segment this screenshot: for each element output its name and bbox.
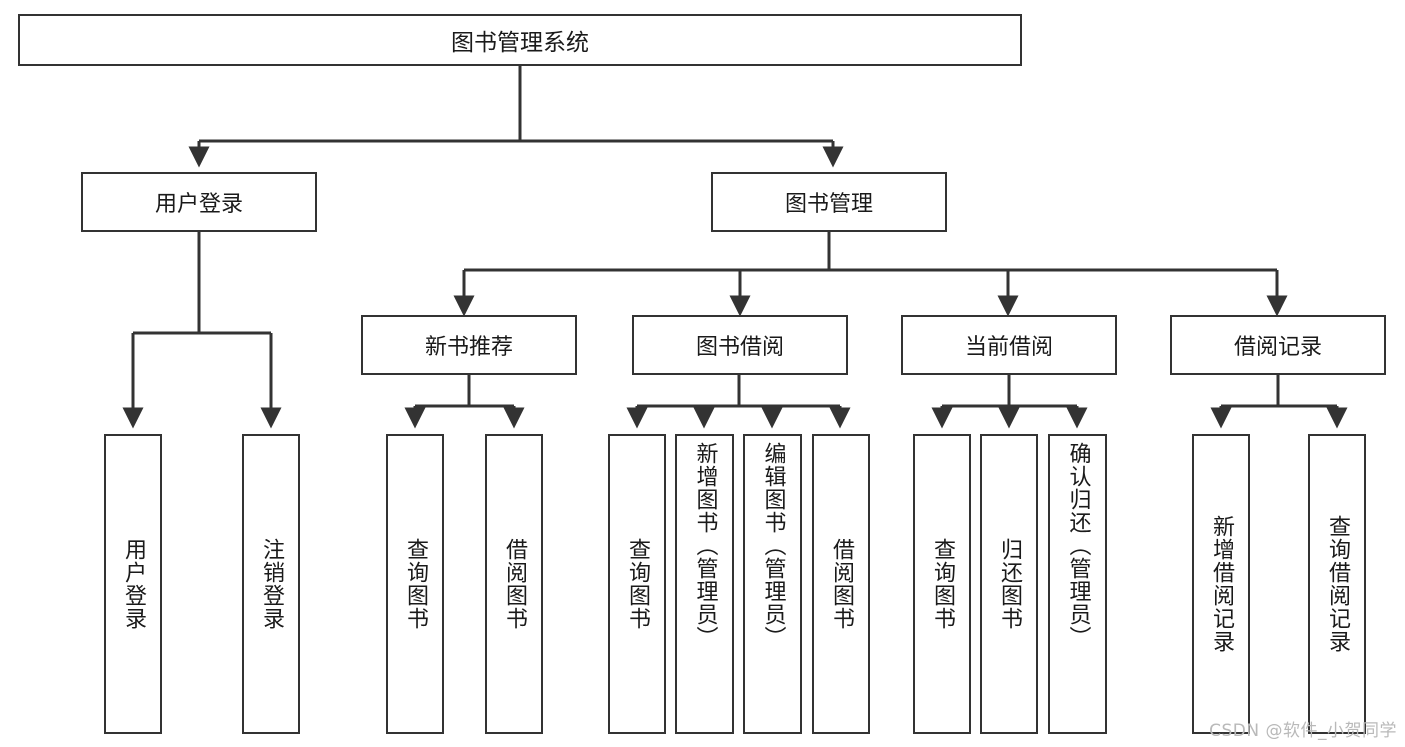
node-root[interactable]: 图书管理系统: [18, 14, 1022, 66]
leaf-label: 用户登录: [120, 538, 146, 630]
leaf-borrow-record-add[interactable]: 新增借阅记录: [1192, 434, 1250, 734]
leaf-label: 编辑图书（管理员）: [760, 442, 786, 649]
leaf-label: 借阅图书: [828, 538, 854, 630]
node-user-login-label: 用户登录: [154, 192, 243, 217]
leaf-book-borrow-add[interactable]: 新增图书（管理员）: [675, 434, 734, 734]
leaf-current-borrow-confirm-return[interactable]: 确认归还（管理员）: [1048, 434, 1107, 734]
leaf-book-borrow-borrow[interactable]: 借阅图书: [812, 434, 870, 734]
leaf-label: 查询借阅记录: [1324, 515, 1350, 653]
leaf-label: 查询图书: [929, 538, 955, 630]
node-borrow-record[interactable]: 借阅记录: [1170, 315, 1386, 375]
leaf-current-borrow-return[interactable]: 归还图书: [980, 434, 1038, 734]
node-book-management[interactable]: 图书管理: [711, 172, 947, 232]
leaf-label: 归还图书: [996, 538, 1022, 630]
leaf-label: 注销登录: [258, 538, 284, 630]
watermark: CSDN @软件_小贺同学: [1209, 721, 1397, 741]
node-root-label: 图书管理系统: [451, 30, 589, 56]
node-user-login[interactable]: 用户登录: [81, 172, 317, 232]
node-book-borrow[interactable]: 图书借阅: [632, 315, 848, 375]
node-borrow-record-label: 借阅记录: [1233, 335, 1322, 360]
leaf-label: 新增图书（管理员）: [692, 442, 718, 649]
leaf-user-login-login[interactable]: 用户登录: [104, 434, 162, 734]
node-new-book-recommend[interactable]: 新书推荐: [361, 315, 577, 375]
leaf-borrow-record-query[interactable]: 查询借阅记录: [1308, 434, 1366, 734]
leaf-book-borrow-query[interactable]: 查询图书: [608, 434, 666, 734]
leaf-label: 查询图书: [624, 538, 650, 630]
node-current-borrow-label: 当前借阅: [964, 335, 1053, 360]
leaf-label: 借阅图书: [501, 538, 527, 630]
node-current-borrow[interactable]: 当前借阅: [901, 315, 1117, 375]
node-new-book-recommend-label: 新书推荐: [424, 335, 513, 360]
node-book-management-label: 图书管理: [784, 192, 873, 217]
leaf-user-login-logout[interactable]: 注销登录: [242, 434, 300, 734]
leaf-new-book-query[interactable]: 查询图书: [386, 434, 444, 734]
leaf-new-book-borrow[interactable]: 借阅图书: [485, 434, 543, 734]
leaf-current-borrow-query[interactable]: 查询图书: [913, 434, 971, 734]
leaf-label: 新增借阅记录: [1208, 515, 1234, 653]
leaf-book-borrow-edit[interactable]: 编辑图书（管理员）: [743, 434, 802, 734]
leaf-label: 确认归还（管理员）: [1065, 442, 1091, 649]
leaf-label: 查询图书: [402, 538, 428, 630]
node-book-borrow-label: 图书借阅: [695, 335, 784, 360]
